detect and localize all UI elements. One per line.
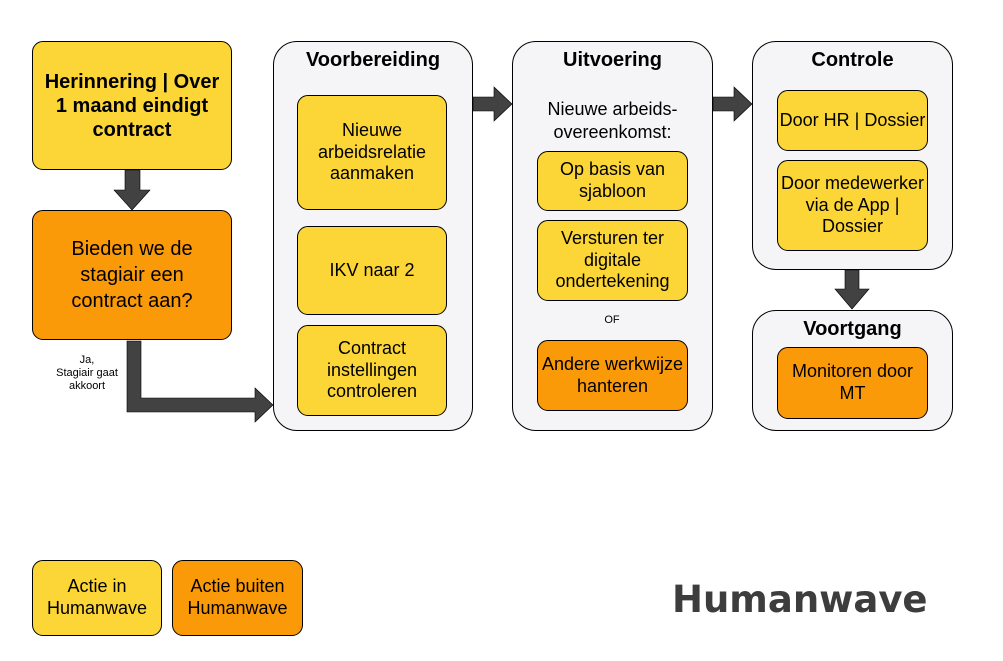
legend-text: Actie in Humanwave [46,576,148,618]
step-contract-instellingen: Contract instellingen controleren [297,325,447,416]
step-text: Contract instellingen controleren [326,338,418,402]
step-monitoren: Monitoren door MT [777,347,928,419]
step-text: Monitoren door MT [791,361,914,403]
panel-title-controle: Controle [811,49,894,71]
step-door-medewerker: Door medewerker via de App | Dossier [777,160,928,251]
or-label: OF [604,314,620,326]
uitvoering-intro: Nieuwe arbeids- overeenkomst: [547,99,678,142]
humanwave-logo: Humanwave [672,578,928,621]
legend-inside-humanwave: Actie in Humanwave [32,560,162,636]
step-text: Versturen ter digitale ondertekening [555,228,670,292]
decision-text: Bieden we de stagiair een contract aan? [71,238,193,312]
legend-outside-humanwave: Actie buiten Humanwave [172,560,303,636]
arrow-question-to-voorbereiding [126,340,274,423]
reminder-box: Herinnering | Over 1 maand eindigt contr… [32,41,232,170]
step-nieuwe-arbeidsrelatie: Nieuwe arbeidsrelatie aanmaken [297,95,447,210]
panel-title-voortgang: Voortgang [803,318,902,340]
step-text: Door HR | Dossier [779,109,926,130]
step-text: Nieuwe arbeidsrelatie aanmaken [317,120,427,184]
step-digitale-ondertekening: Versturen ter digitale ondertekening [537,220,688,301]
step-text: Op basis van sjabloon [559,159,666,201]
legend-text: Actie buiten Humanwave [187,576,288,618]
step-text: Door medewerker via de App | Dossier [780,173,925,237]
step-text: Andere werkwijze hanteren [541,353,684,396]
decision-box: Bieden we de stagiair een contract aan? [32,210,232,340]
arrow-voorbereiding-to-uitvoering [472,86,513,122]
arrow-controle-to-voortgang [834,269,870,310]
panel-title-uitvoering: Uitvoering [563,49,662,71]
step-door-hr: Door HR | Dossier [777,90,928,151]
panel-title-voorbereiding: Voorbereiding [305,49,441,71]
step-ikv: IKV naar 2 [297,226,447,315]
yes-label: Ja, Stagiair gaat akkoort [56,354,118,393]
step-text: IKV naar 2 [329,259,415,280]
reminder-text: Herinnering | Over 1 maand eindigt contr… [44,70,220,141]
step-andere-werkwijze: Andere werkwijze hanteren [537,340,688,411]
step-sjabloon: Op basis van sjabloon [537,151,688,211]
arrow-uitvoering-to-controle [712,86,753,122]
arrow-reminder-to-question [113,169,151,211]
